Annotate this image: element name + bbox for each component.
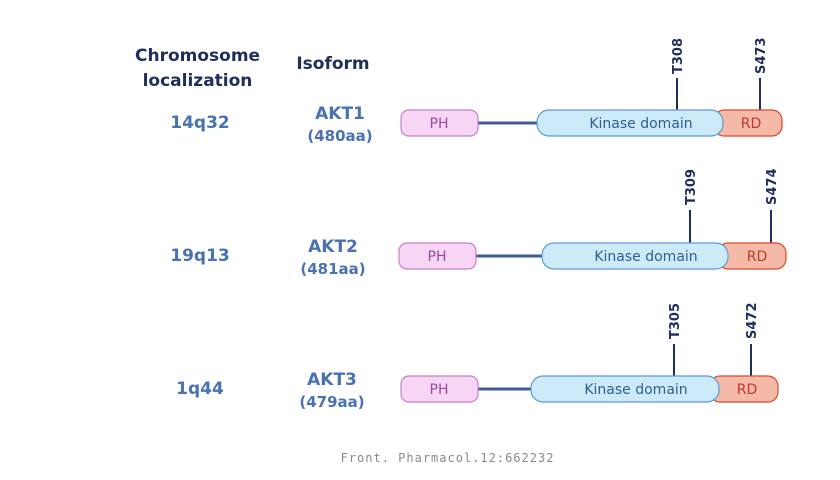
isoform-name: AKT2 <box>308 237 358 257</box>
isoform-length: (479aa) <box>299 393 365 411</box>
ph-label: PH <box>430 382 449 398</box>
kinase-domain <box>536 109 724 137</box>
site-label-1: T309 <box>684 169 699 205</box>
isoform-akt2: AKT2 (481aa) <box>288 236 378 280</box>
kinase-domain <box>541 242 729 270</box>
kinase-label: Kinase domain <box>584 382 687 398</box>
site-label-2: S474 <box>765 169 780 206</box>
ph-domain <box>400 109 479 137</box>
chromosome-akt1: 14q32 <box>170 113 230 133</box>
citation: Front. Pharmacol.12:662232 <box>340 451 555 465</box>
kinase-domain <box>530 375 720 403</box>
isoform-name: AKT3 <box>307 370 357 390</box>
site-label-1: T305 <box>668 303 683 339</box>
akt2-structure: T309 S474 PH Kinase domain RD <box>398 169 787 270</box>
ph-domain <box>398 242 477 270</box>
ph-label: PH <box>430 116 449 132</box>
rd-label: RD <box>747 249 768 265</box>
kinase-label: Kinase domain <box>594 249 697 265</box>
isoform-length: (480aa) <box>307 127 373 145</box>
isoform-name: AKT1 <box>315 104 365 124</box>
chromosome-header: Chromosome localization <box>135 46 261 91</box>
akt3-structure: T305 S472 PH Kinase domain RD <box>400 303 779 403</box>
isoform-akt3: AKT3 (479aa) <box>287 369 377 413</box>
akt1-structure: T308 S473 PH Kinase domain RD <box>400 38 783 137</box>
chromosome-akt3: 1q44 <box>176 379 224 399</box>
rd-label: RD <box>737 382 758 398</box>
site-label-2: S472 <box>745 303 760 340</box>
kinase-label: Kinase domain <box>589 116 692 132</box>
ph-domain <box>400 375 479 403</box>
isoform-akt1: AKT1 (480aa) <box>295 103 385 147</box>
isoform-header: Isoform <box>296 54 370 74</box>
rd-label: RD <box>741 116 762 132</box>
chromosome-akt2: 19q13 <box>170 246 230 266</box>
site-label-1: T308 <box>671 38 686 74</box>
ph-label: PH <box>428 249 447 265</box>
site-label-2: S473 <box>754 38 769 75</box>
isoform-length: (481aa) <box>300 260 366 278</box>
